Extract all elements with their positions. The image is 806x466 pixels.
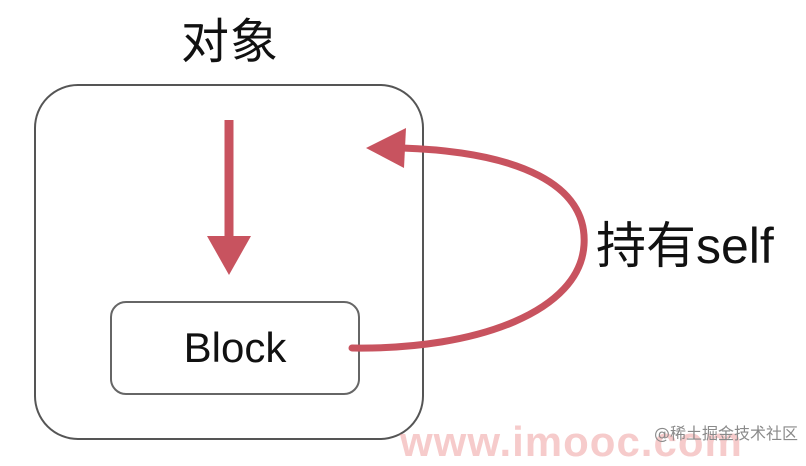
block-node: Block xyxy=(110,301,360,395)
hold-label-cn: 持有 xyxy=(596,217,696,275)
hold-label-latin: self xyxy=(696,218,774,274)
block-label: Block xyxy=(183,324,287,371)
hold-self-label: 持有self xyxy=(596,206,774,278)
object-title: 对象 xyxy=(180,14,279,70)
juejin-watermark: @稀土掘金技术社区 xyxy=(653,424,798,443)
